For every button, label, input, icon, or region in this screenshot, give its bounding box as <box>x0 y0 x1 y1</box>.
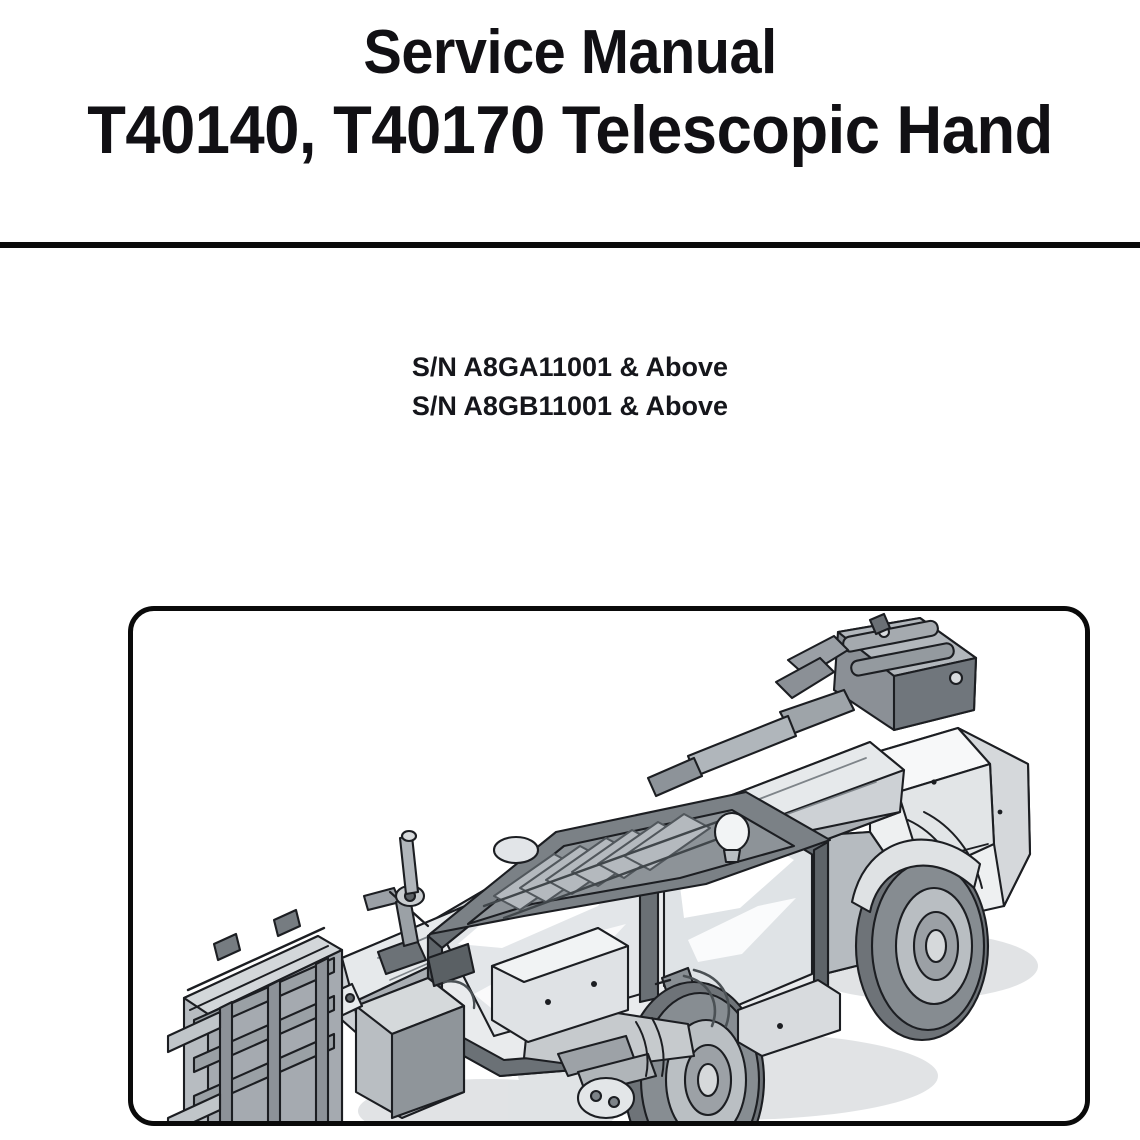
page-subtitle-model: T40140, T40170 Telescopic Hand <box>87 92 1053 168</box>
serial-number-line: S/N A8GA11001 & Above <box>411 352 729 382</box>
pallet-fork-carriage <box>166 908 344 1121</box>
serial-number-line: S/N A8GB11001 & Above <box>411 391 729 422</box>
carriage-head <box>310 829 476 1120</box>
title-block: Service Manual T40140, T40170 Telescopic… <box>0 0 1140 168</box>
side-panels <box>490 926 842 1058</box>
header-divider-rule <box>0 242 1140 248</box>
rear-wheel <box>850 838 990 1042</box>
page-title: Service Manual <box>363 18 777 87</box>
serial-number-block: S/N A8GA11001 & Above S/N A8GB11001 & Ab… <box>0 348 1140 427</box>
boom-head-cylinders <box>774 612 978 732</box>
illustration-frame <box>128 606 1090 1126</box>
telehandler-illustration <box>133 611 1085 1121</box>
